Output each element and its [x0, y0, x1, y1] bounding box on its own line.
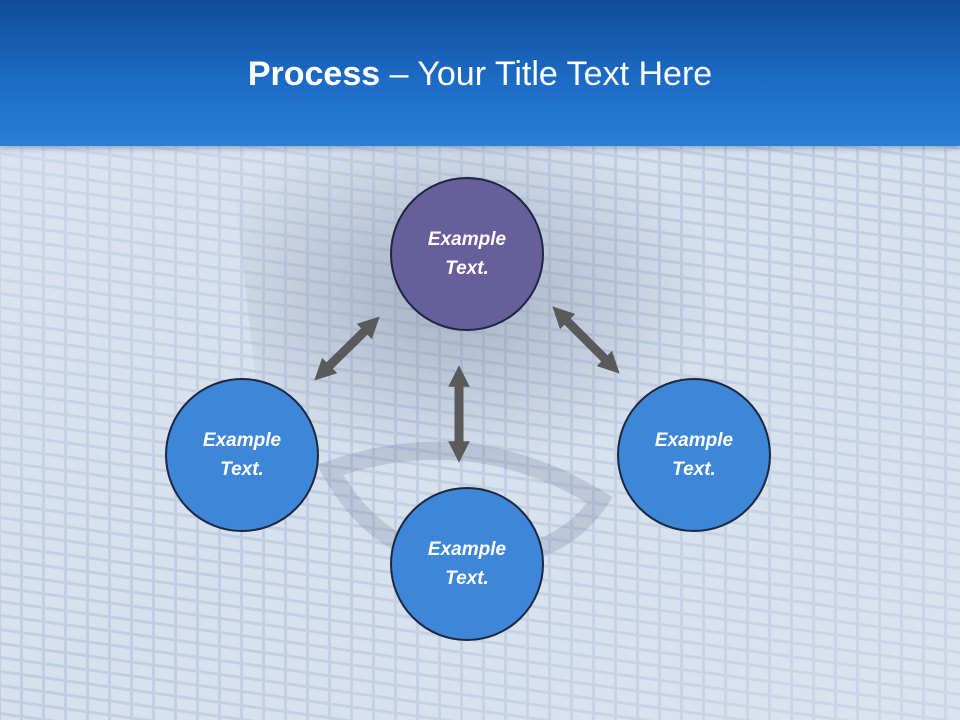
process-node-right: Example Text.	[617, 378, 771, 532]
process-node-left: Example Text.	[165, 378, 319, 532]
process-node-top: Example Text.	[390, 177, 544, 331]
double-headed-arrow-icon	[314, 316, 380, 381]
title-rest: – Your Title Text Here	[380, 55, 713, 93]
node-label: Example Text.	[427, 229, 507, 279]
node-label: Example Text.	[654, 430, 734, 480]
title-bar: Process – Your Title Text Here	[0, 0, 960, 146]
slide-title: Process – Your Title Text Here	[0, 52, 960, 96]
title-bold: Process	[247, 55, 381, 93]
node-label: Example Text.	[427, 539, 507, 589]
process-node-bottom: Example Text.	[390, 487, 544, 641]
double-headed-arrow-icon	[552, 306, 620, 374]
node-label: Example Text.	[202, 430, 282, 480]
